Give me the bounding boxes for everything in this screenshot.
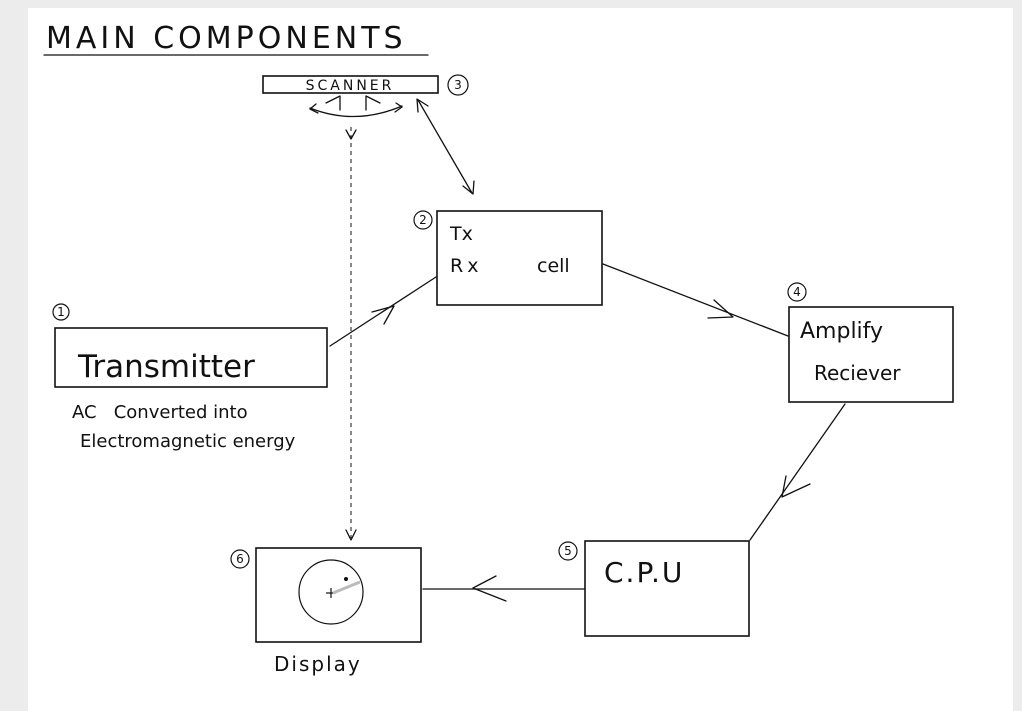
transmitter-number-circle [52,303,70,321]
transmitter-component: 1 Transmitter AC Converted into Electrom… [52,303,328,452]
scanner-label: SCANNER [306,78,395,94]
display-number-circle [230,549,250,569]
scanner-component: SCANNER 3 [262,74,469,118]
cell-to-amplifier-arrow [602,263,789,337]
cell-box [436,210,603,306]
amplify-receiver-box [788,306,954,403]
radar-screen-circle [298,559,364,625]
scanner-box [262,75,439,94]
scanner-number: 3 [454,78,462,92]
display-number: 6 [236,552,244,566]
cell-rx-label: Rx [450,255,482,277]
cpu-box [584,540,750,637]
cpu-component: 5 C.P.U [558,540,750,637]
radar-sweep-trail [332,580,361,595]
scanner-rotation-arrowhead-left [309,103,319,114]
dashed-line-arrowhead-top [345,129,357,140]
transmitter-note-line2: Electromagnetic energy [80,431,296,452]
display-box [255,547,422,643]
amplify-receiver-number: 4 [793,285,801,299]
scanner-number-circle [447,74,469,96]
whiteboard-canvas: MAIN COMPONENTS SCANNER 3 2 Tx [28,8,1013,711]
cell-number: 2 [419,213,427,227]
double-arrow-head-bottom [462,180,475,195]
amplify-receiver-component: 4 Amplify Reciever [787,282,954,403]
cell-component: 2 Tx Rx cell [413,210,603,306]
display-label: Display [274,652,362,676]
cell-number-circle [413,210,433,230]
scanner-rotation-arrowhead-right [394,102,403,113]
diagram-title: MAIN COMPONENTS [46,21,407,56]
scanner-rotation-arc [309,105,403,118]
cell-tx-label: Tx [449,223,473,245]
dashed-line-arrowhead-bottom [345,529,357,541]
amplifier-to-cpu-arrow [749,403,846,541]
amplify-receiver-number-circle [787,282,807,302]
scanner-sweep-mark-right [365,95,381,111]
radar-blip [344,577,348,581]
cell-label: cell [537,255,570,277]
transmitter-to-cell-arrow [329,276,437,347]
transmitter-arrowhead [371,305,395,325]
display-component: 6 Display [230,547,422,676]
cpu-number-circle [558,541,578,561]
scanner-cell-double-arrow [417,99,473,194]
transmitter-note-line1: AC Converted into [72,402,248,423]
cpu-number: 5 [564,544,572,558]
amplify-label: Amplify [800,319,883,344]
scanner-sweep-mark-left [325,95,341,111]
double-arrow-head-top [416,98,429,113]
transmitter-box [54,327,328,388]
cell-amplifier-arrowhead [707,299,734,319]
receiver-label: Reciever [814,361,901,385]
cpu-display-arrowhead [472,575,507,602]
amplifier-cpu-arrowhead [781,475,811,498]
cpu-label: C.P.U [604,556,684,589]
diagram: MAIN COMPONENTS SCANNER 3 2 Tx [43,21,954,676]
transmitter-label: Transmitter [77,349,255,385]
transmitter-number: 1 [57,305,65,319]
